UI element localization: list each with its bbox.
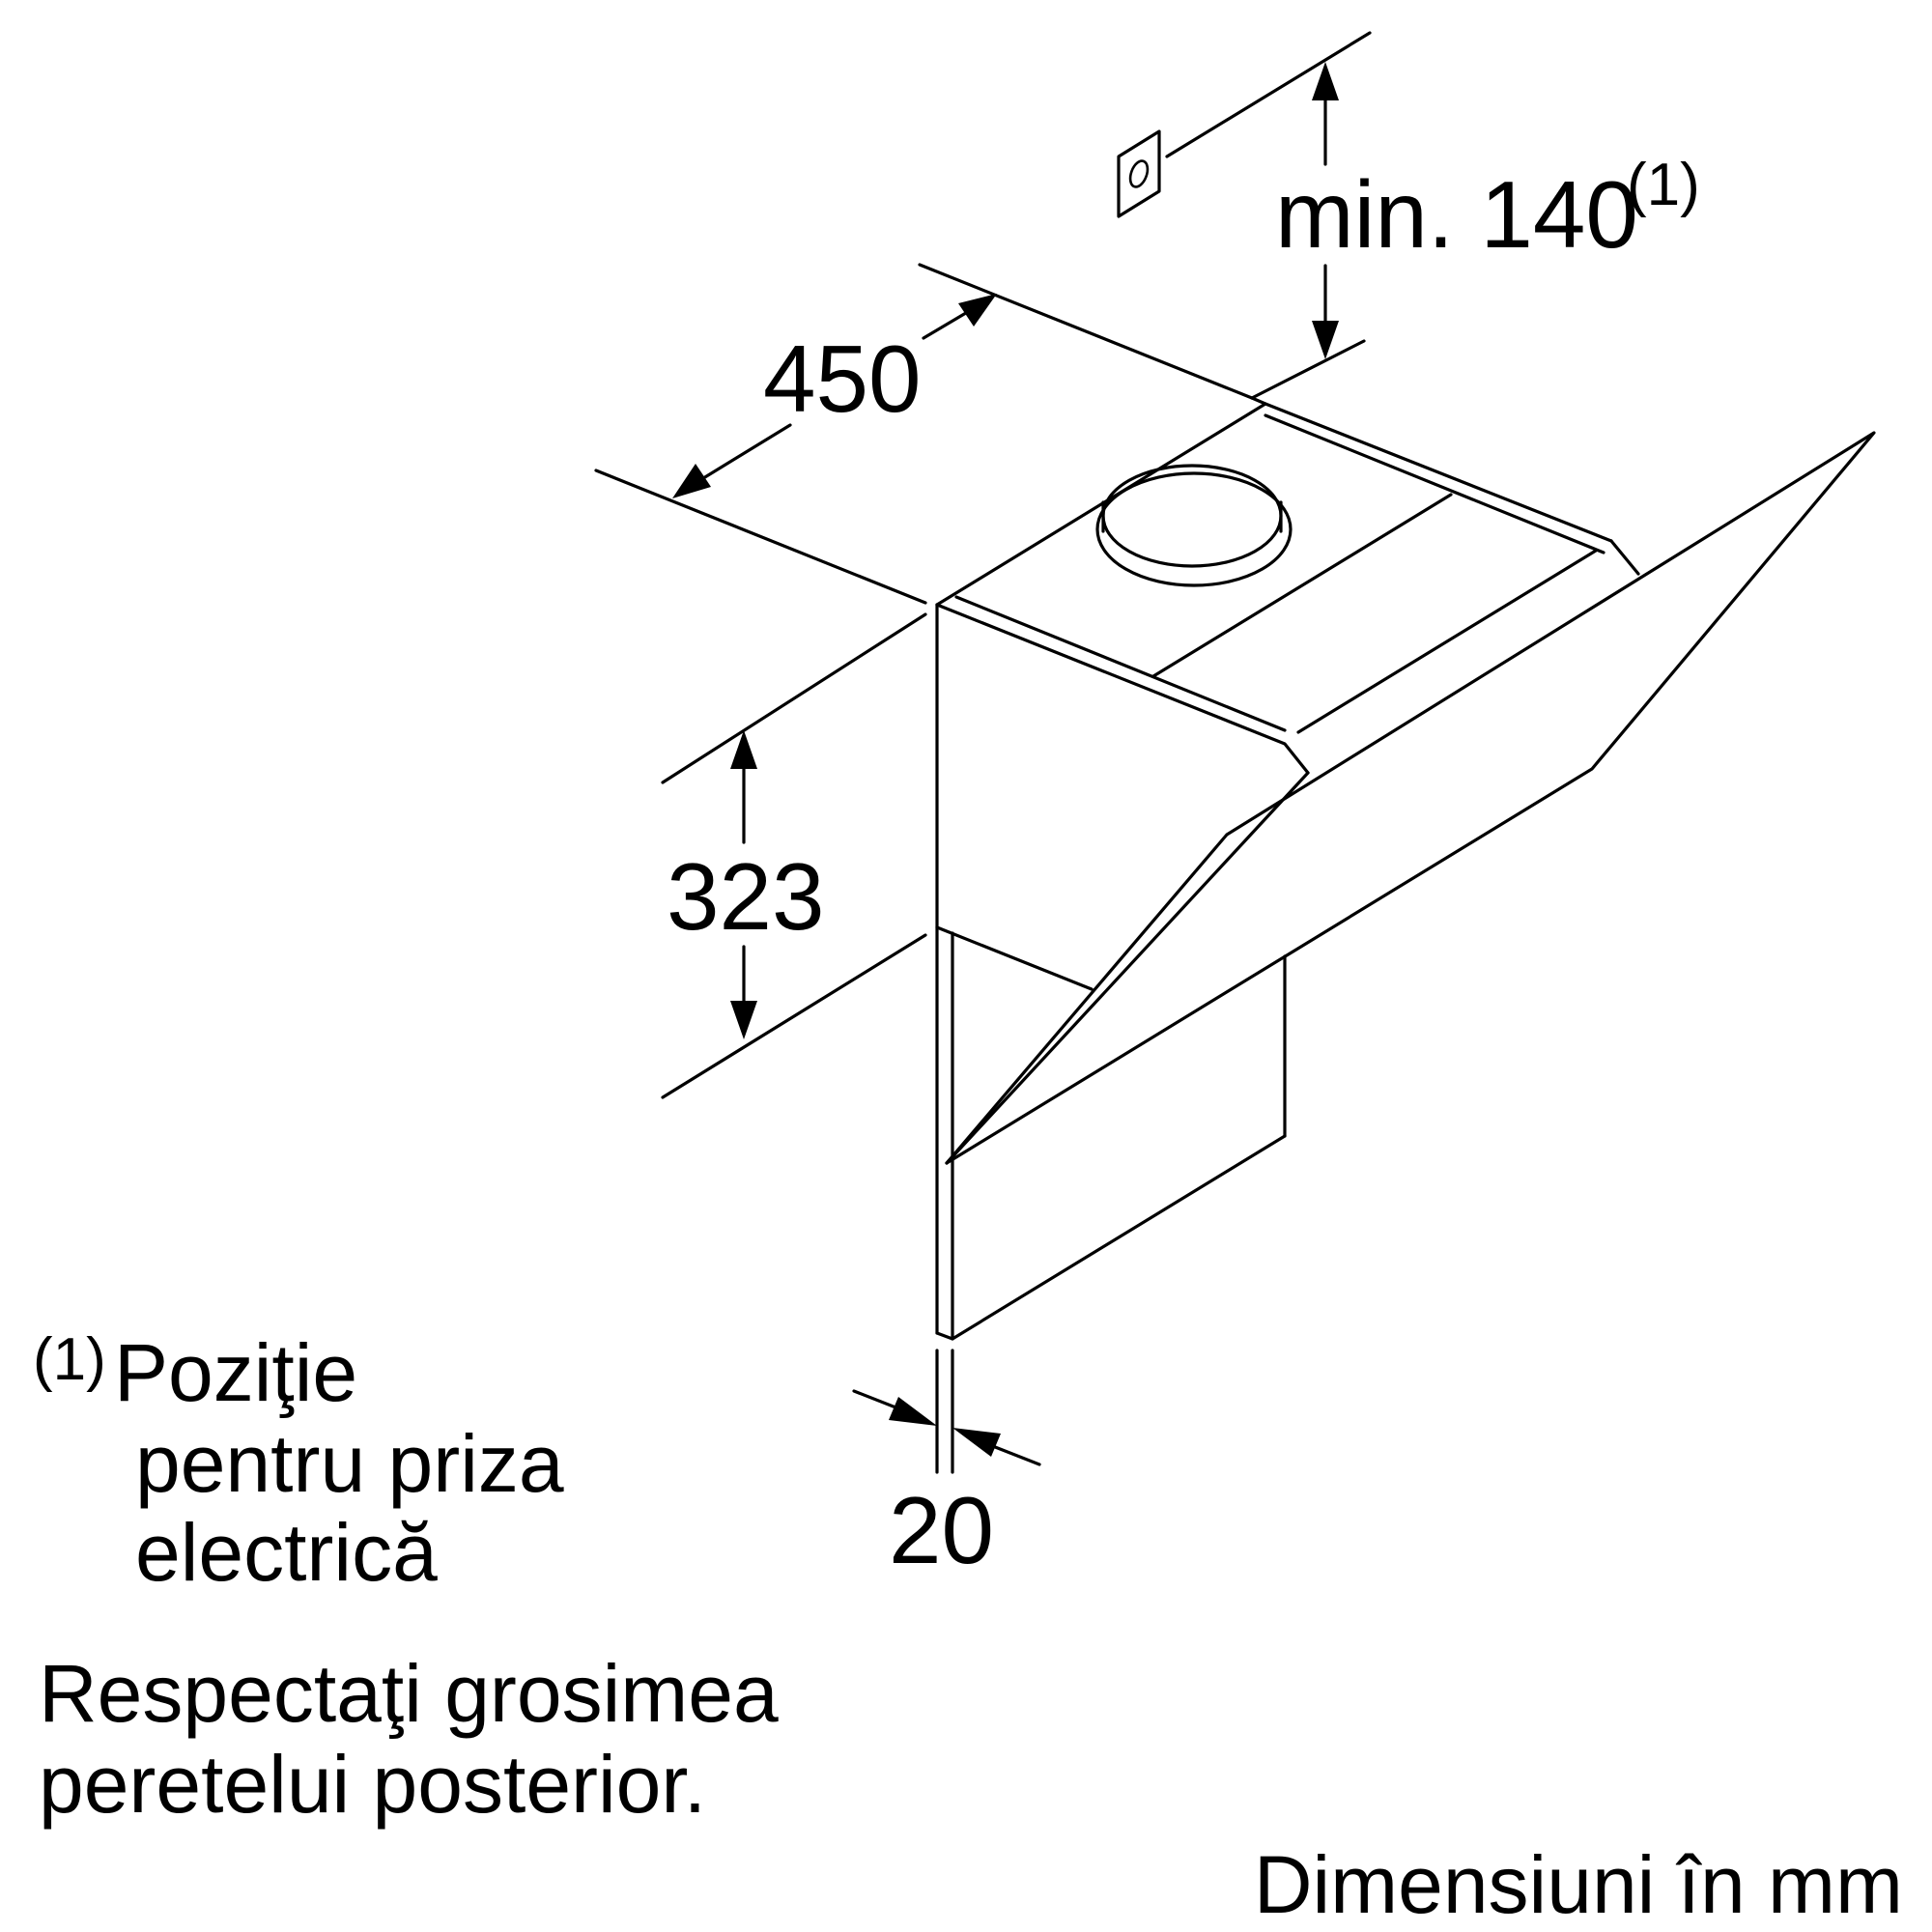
depth-arrow: [730, 730, 757, 1039]
width-label: 450: [763, 326, 922, 432]
units-label: Dimensiuni în mm: [1254, 1839, 1903, 1930]
wall-gap-label: 20: [889, 1477, 994, 1583]
width-extension-back: [918, 263, 1254, 400]
footnote-line-2: pentru priza: [135, 1418, 564, 1509]
glass-canopy: [945, 431, 1876, 1165]
note-line-1: Respectaţi grosimea: [39, 1648, 779, 1739]
top-surface-reference-line: [1250, 339, 1366, 400]
wall-gap-arrows: [852, 1349, 1041, 1474]
air-outlet-collar: [1095, 464, 1293, 587]
depth-extension-bottom: [661, 933, 927, 1099]
footnote-line-1: Poziţie: [114, 1327, 357, 1418]
socket-icon: [1117, 129, 1161, 218]
note-line-2: peretelui posterior.: [39, 1739, 706, 1830]
height-top-footnote: (1): [1627, 152, 1700, 218]
height-top-arrow: [1312, 62, 1339, 359]
width-extension-front: [594, 469, 927, 605]
footnote-marker: (1): [33, 1326, 106, 1393]
hood-body: [935, 396, 1640, 1341]
socket-reference-line: [1165, 31, 1372, 158]
footnote-line-3: electrică: [135, 1507, 438, 1598]
width-arrow: [672, 294, 997, 498]
depth-extension-top: [661, 612, 927, 784]
height-top-label: min. 140: [1275, 161, 1638, 268]
depth-label: 323: [667, 843, 825, 950]
